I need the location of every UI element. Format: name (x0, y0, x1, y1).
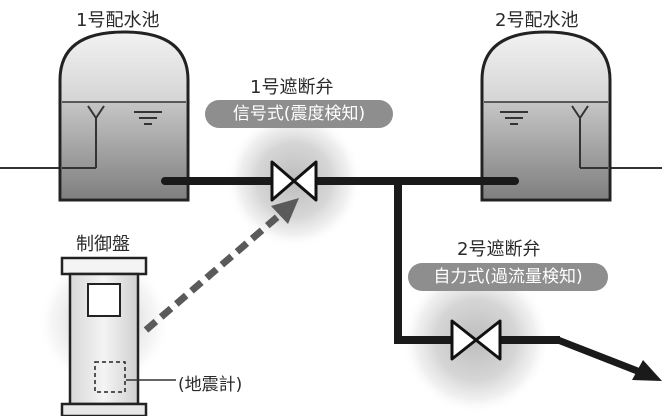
outflow-arrow-icon (632, 360, 662, 381)
reservoir-2-label: 2号配水池 (495, 10, 579, 31)
signal-arrow (143, 198, 299, 333)
main-pipe (161, 177, 662, 381)
control-panel-label: 制御盤 (76, 234, 130, 255)
reservoir-2 (480, 30, 662, 202)
seismometer-label: (地震計) (178, 375, 243, 395)
seismometer-box (94, 361, 126, 393)
valve-2-icon (450, 319, 502, 361)
control-panel (60, 256, 176, 416)
valve-2-type-badge: 自力式(過流量検知) (408, 263, 608, 291)
valve-1-type-badge: 信号式(震度検知) (205, 100, 393, 128)
water-level-icon (62, 105, 162, 169)
valve-2-label: 2号遮断弁 (457, 239, 541, 260)
valve-1-label: 1号遮断弁 (250, 77, 334, 98)
water-level-icon (500, 105, 608, 169)
panel-window (87, 283, 121, 317)
valve-1-icon (270, 160, 318, 202)
reservoir-1-label: 1号配水池 (76, 10, 160, 31)
reservoir-1 (0, 30, 190, 202)
